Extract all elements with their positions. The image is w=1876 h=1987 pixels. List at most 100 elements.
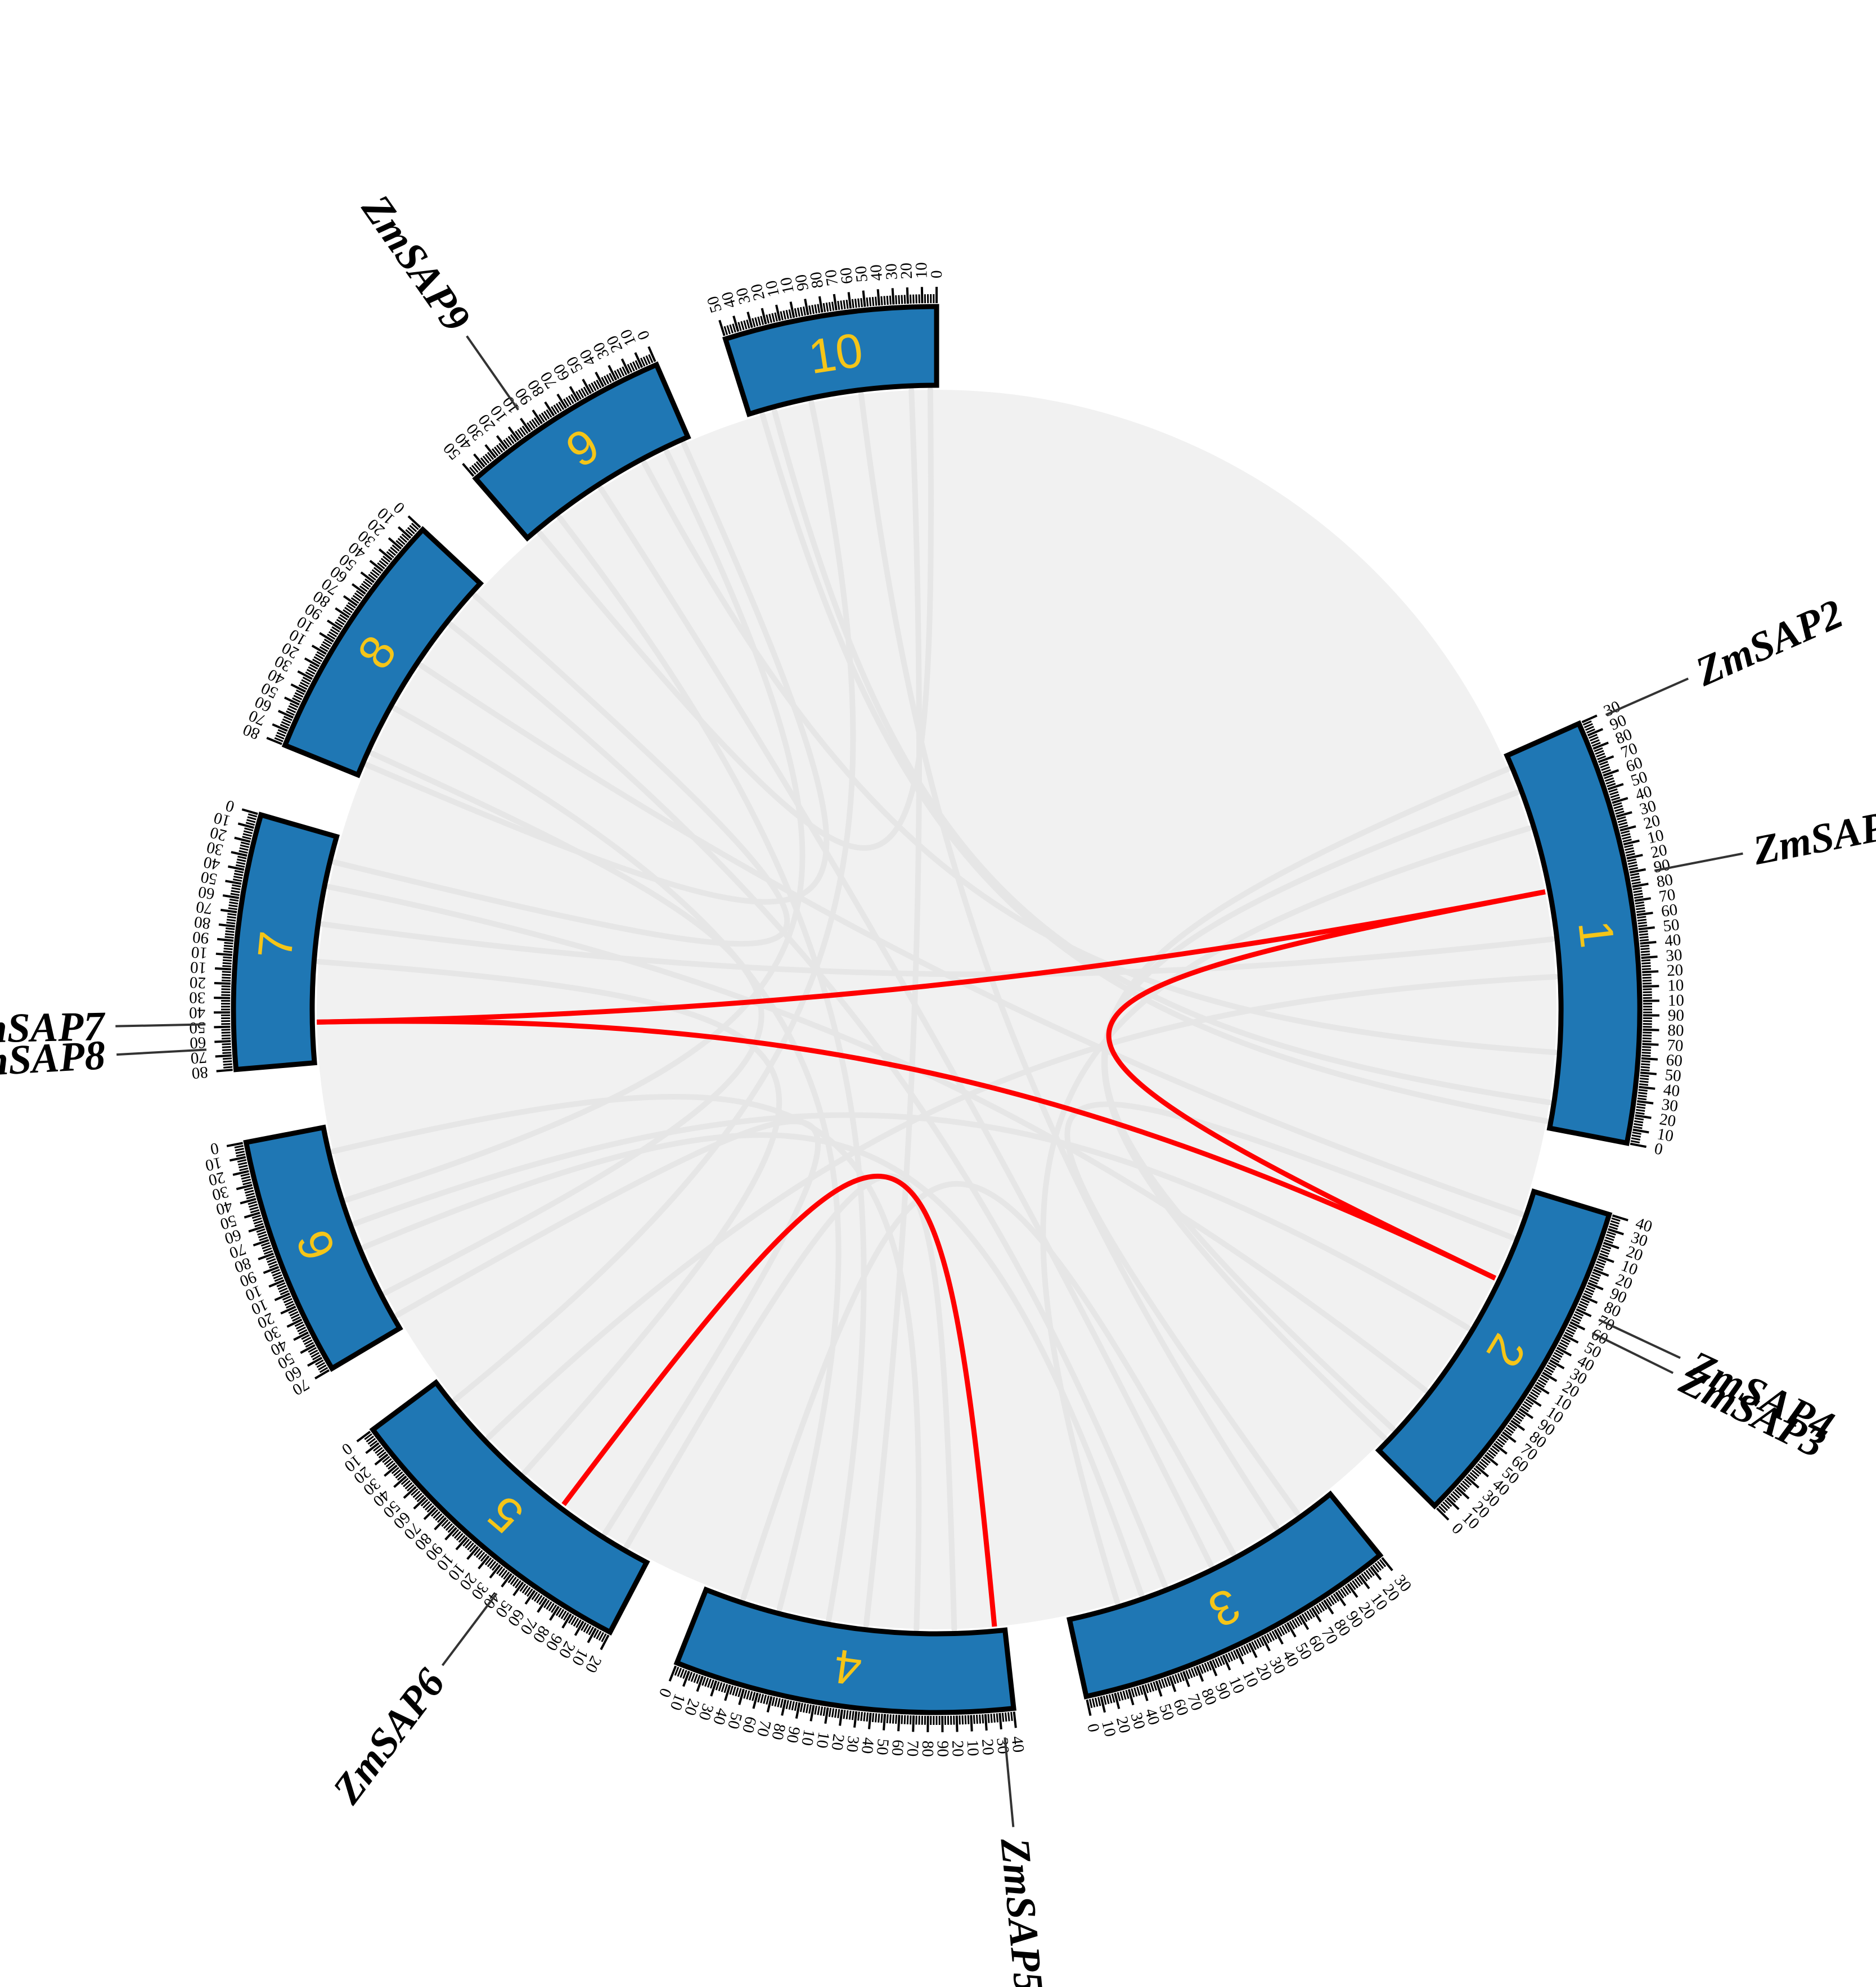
tick [217, 938, 234, 942]
tick [254, 1223, 264, 1228]
tick [871, 1713, 875, 1723]
tick [1292, 1619, 1298, 1628]
tick [794, 308, 798, 318]
tick [281, 721, 290, 727]
tick [412, 1490, 421, 1498]
tick [338, 616, 347, 623]
tick [1641, 1060, 1650, 1063]
tick [578, 389, 584, 399]
tick [444, 1526, 457, 1540]
tick [1365, 1570, 1373, 1578]
tick [286, 710, 295, 716]
tick [1225, 1653, 1231, 1663]
tick [1636, 1109, 1645, 1112]
tick [363, 580, 371, 588]
tick [226, 1142, 244, 1147]
tick [831, 301, 835, 311]
tick [1619, 824, 1628, 829]
tick-label: 20 [207, 1168, 227, 1190]
tick [263, 1247, 272, 1252]
tick [1155, 1680, 1163, 1697]
tick [1592, 1271, 1601, 1277]
tick [364, 1433, 372, 1440]
tick [524, 1589, 536, 1605]
tick [1626, 853, 1635, 857]
tick [221, 1034, 231, 1037]
tick [1144, 1684, 1149, 1693]
tick [757, 316, 762, 326]
tick [1620, 830, 1630, 835]
tick [533, 1593, 541, 1602]
tick [401, 533, 410, 541]
tick [1495, 1440, 1504, 1448]
tick [1004, 1712, 1007, 1722]
tick [314, 1369, 330, 1380]
tick [920, 287, 924, 304]
tick [482, 456, 490, 464]
tick [791, 1701, 795, 1711]
tick [278, 1287, 288, 1293]
tick [1460, 1483, 1468, 1490]
tick [1572, 1316, 1581, 1322]
tick [634, 352, 644, 368]
tick [1577, 1305, 1586, 1312]
tick [1518, 1408, 1534, 1420]
tick [1604, 777, 1614, 782]
tick [781, 1699, 787, 1716]
tick [1598, 755, 1614, 763]
tick [244, 1187, 254, 1191]
tick [1601, 769, 1612, 774]
tick [1571, 1319, 1580, 1324]
tick [845, 299, 849, 309]
background-link [344, 448, 806, 1203]
tick [1627, 858, 1636, 862]
tick [581, 388, 587, 397]
tick [735, 1687, 739, 1697]
tick-label: 10 [777, 276, 798, 295]
tick [1232, 1650, 1239, 1659]
tick [1618, 822, 1628, 826]
tick [293, 1331, 309, 1341]
chromosome-1-band [1504, 720, 1643, 1146]
tick [1556, 1346, 1572, 1357]
tick [1001, 1713, 1005, 1722]
tick [1372, 1564, 1380, 1573]
tick [1289, 1620, 1295, 1630]
tick [860, 298, 863, 308]
collinear-link [561, 1174, 997, 1627]
tick [757, 1693, 762, 1703]
tick [458, 1535, 466, 1543]
tick [515, 430, 521, 439]
tick [587, 1628, 597, 1643]
tick [1631, 1137, 1641, 1141]
tick [221, 979, 231, 982]
tick [1603, 769, 1619, 777]
tick [1630, 875, 1640, 879]
tick [283, 715, 293, 722]
tick [601, 1633, 607, 1642]
collinear-links [317, 889, 1546, 1627]
tick [1468, 1474, 1476, 1481]
tick [465, 1540, 473, 1549]
tick [378, 1451, 387, 1459]
chromosome-4-band [673, 1586, 1016, 1715]
tick [1595, 1263, 1604, 1269]
tick [620, 358, 631, 375]
tick [367, 1438, 376, 1445]
tick [1638, 1089, 1648, 1092]
tick [1479, 1461, 1487, 1468]
tick [1582, 720, 1592, 726]
tick [1281, 1625, 1288, 1634]
tick [377, 562, 385, 570]
tick [1583, 723, 1593, 728]
tick [1119, 1691, 1124, 1701]
tick [1552, 1354, 1561, 1360]
tick [1634, 895, 1644, 899]
tick [309, 664, 318, 670]
tick-label: 40 [858, 1737, 878, 1755]
tick [272, 1271, 281, 1277]
tick [393, 1475, 407, 1488]
tick [701, 1677, 707, 1686]
tick [385, 1460, 394, 1468]
